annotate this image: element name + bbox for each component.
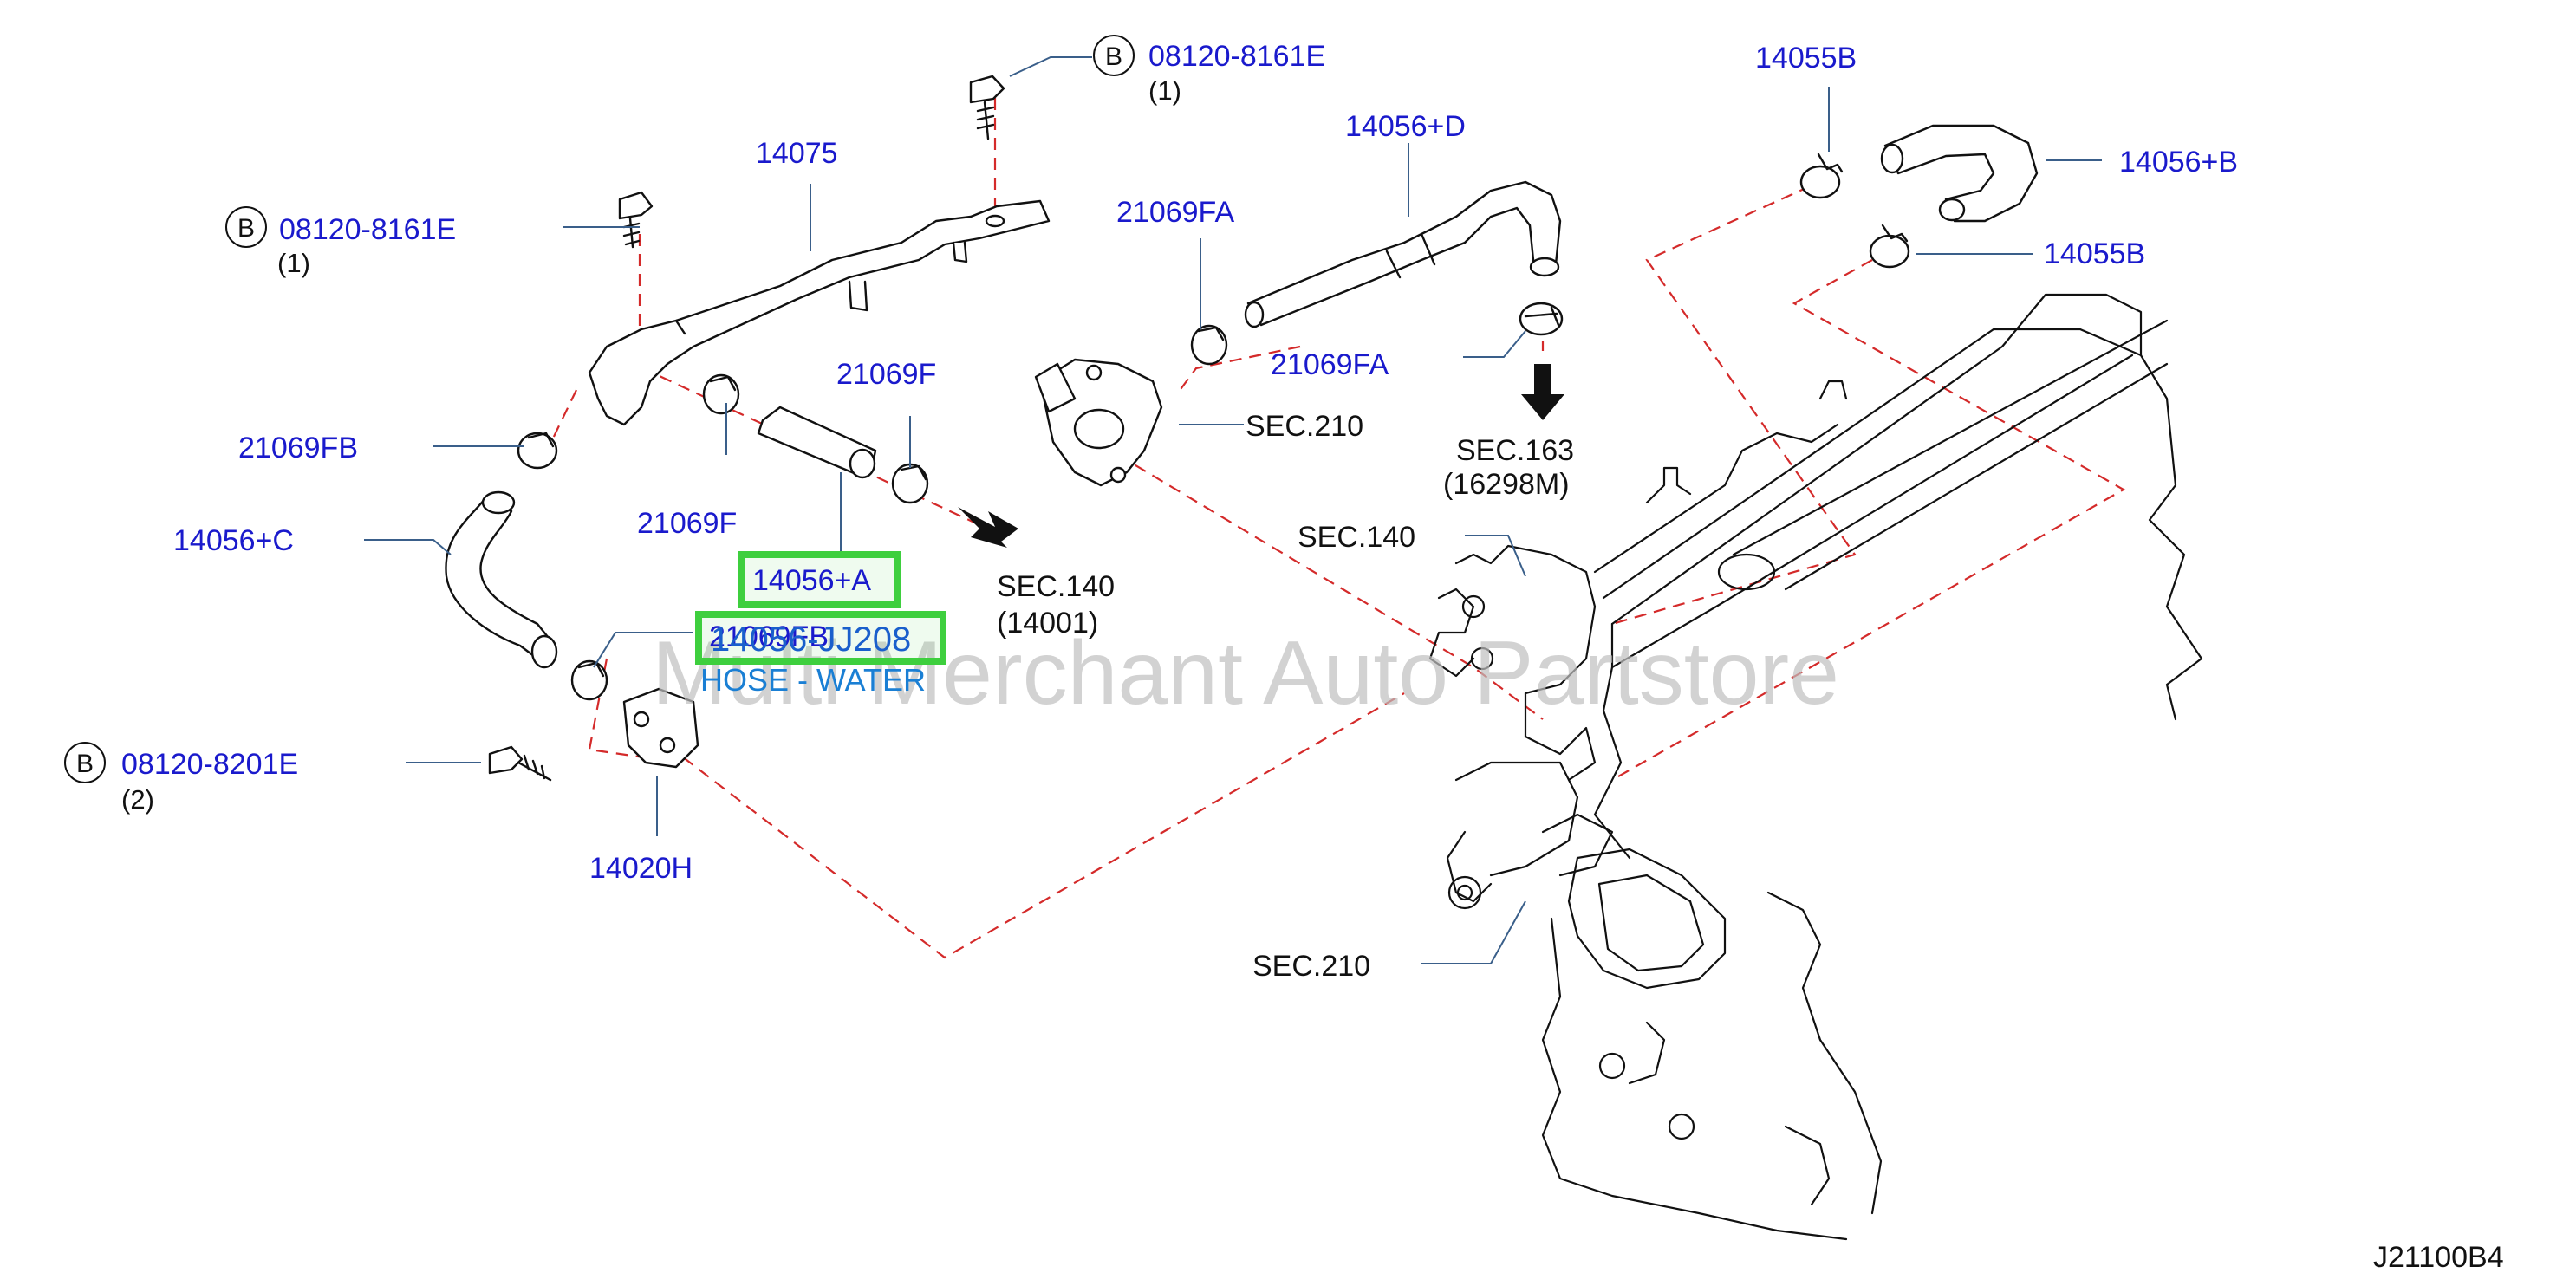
bolt-08120-8161e-left-icon	[618, 191, 654, 249]
section-ref-sec140-right[interactable]: SEC.140	[1298, 521, 1415, 554]
part-link-08120-8201e[interactable]: 08120-8201E	[121, 748, 298, 781]
thermostat-housing	[1034, 358, 1163, 487]
hose-14056b	[1880, 124, 2039, 223]
leader-lines	[364, 56, 2102, 964]
clamp-21069fa-bottom-icon	[1519, 302, 1564, 336]
part-link-21069f-right[interactable]: 21069F	[836, 358, 936, 391]
highlight-overlay-text: 21069FB	[709, 620, 829, 653]
clamp-21069f-mid-icon	[702, 373, 740, 415]
part-link-14055b-bottom[interactable]: 14055B	[2044, 237, 2145, 270]
part-link-14055b-top[interactable]: 14055B	[1755, 42, 1857, 75]
highlighted-part[interactable]: 14056+A 21069FB 14056-JJ208 HOSE - WATER	[695, 551, 946, 698]
highlight-box-label[interactable]	[738, 551, 901, 608]
water-pipe-14075	[588, 199, 1051, 426]
watermark: Multi Merchant Auto Partstore	[652, 623, 1839, 724]
part-link-21069f-mid[interactable]: 21069F	[637, 507, 737, 540]
part-link-21069fa-top[interactable]: 21069FA	[1116, 196, 1234, 229]
engine-assembly	[1428, 293, 2203, 1241]
svg-text:B: B	[76, 750, 94, 778]
section-ref-sec210-top[interactable]: SEC.210	[1246, 410, 1363, 443]
bolt-marker-top: B	[1093, 35, 1135, 76]
part-link-14056d[interactable]: 14056+D	[1345, 110, 1466, 143]
highlight-description: HOSE - WATER	[700, 662, 926, 698]
qty-08120-8201e: (2)	[121, 784, 154, 815]
part-link-14020h[interactable]: 14020H	[589, 852, 693, 885]
part-link-14056b[interactable]: 14056+B	[2119, 146, 2238, 179]
part-link-08120-8161e-left[interactable]: 08120-8161E	[279, 213, 456, 246]
bolt-08120-8161e-top-icon	[969, 75, 1005, 140]
part-link-21069fa-bottom[interactable]: 21069FA	[1271, 348, 1389, 381]
highlight-part-number[interactable]: 14056-JJ208	[711, 620, 911, 659]
clamp-21069fb-top-icon	[517, 432, 558, 470]
section-ref-sec163[interactable]: SEC.163	[1456, 434, 1574, 467]
hose-14056c	[445, 490, 558, 669]
clamp-21069fa-top-icon	[1190, 324, 1228, 366]
highlight-box-part-number[interactable]	[695, 611, 946, 665]
svg-text:B: B	[237, 214, 255, 243]
section-ref-sec163-sub: (16298M)	[1443, 468, 1570, 501]
hose-14056d	[1244, 180, 1562, 328]
hose-14056a	[757, 406, 877, 479]
clamp-21069f-right-icon	[891, 463, 929, 504]
arrow-sec163-icon	[1521, 364, 1564, 420]
svg-text:B: B	[1105, 42, 1122, 71]
qty-08120-8161e-top: (1)	[1148, 75, 1181, 106]
bolt-marker-left: B	[225, 206, 267, 248]
part-link-14075[interactable]: 14075	[756, 137, 838, 170]
clamp-14055b-top-icon	[1799, 153, 1844, 199]
part-link-08120-8161e-top[interactable]: 08120-8161E	[1148, 40, 1325, 73]
drawing-number: J21100B4	[2373, 1241, 2504, 1274]
clamp-14055b-bottom-icon	[1869, 224, 1910, 269]
part-link-21069fb-top[interactable]: 21069FB	[238, 432, 358, 464]
water-outlet-14020h	[622, 687, 699, 769]
section-ref-sec210-bottom[interactable]: SEC.210	[1252, 950, 1370, 983]
bolt-08120-8201e-icon	[488, 745, 552, 782]
bolt-marker-bottom: B	[64, 742, 106, 783]
highlight-part-label[interactable]: 14056+A	[752, 564, 871, 597]
clamp-21069fb-bottom-icon	[570, 659, 608, 701]
arrow-sec140-icon	[958, 507, 1018, 548]
part-link-14056c[interactable]: 14056+C	[173, 524, 294, 557]
section-ref-sec140-left-sub: (14001)	[997, 607, 1098, 640]
qty-08120-8161e-left: (1)	[277, 248, 310, 278]
section-ref-sec140-left[interactable]: SEC.140	[997, 570, 1115, 603]
